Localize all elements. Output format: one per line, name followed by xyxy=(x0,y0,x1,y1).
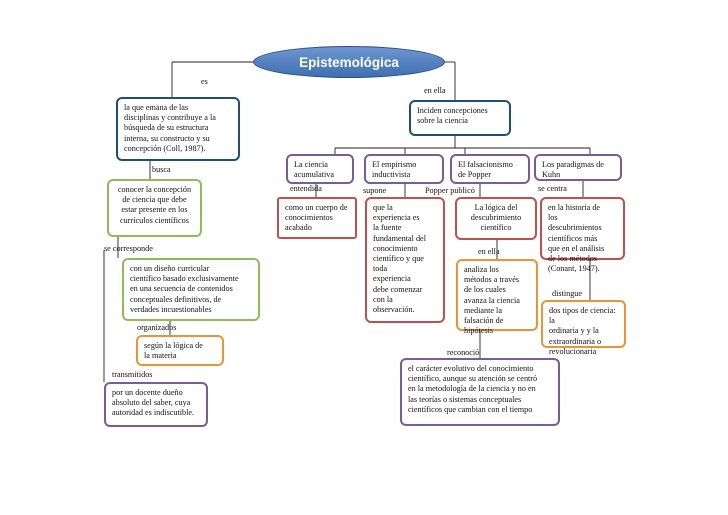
node-inciden-concepciones: Inciden concepciones sobre la ciencia xyxy=(409,100,511,136)
link-label-organizados: organizados xyxy=(137,323,177,332)
main-concept-node: Epistemológica xyxy=(253,46,445,78)
link-label-distingue: distingue xyxy=(552,289,583,298)
node-logica-descubrimiento: La lógica del descubrimiento científico xyxy=(455,197,537,240)
link-label-se-corresponde: se corresponde xyxy=(104,244,153,253)
node-caracter-evolutivo: el carácter evolutivo del conocimiento c… xyxy=(400,358,560,426)
link-label-transmitidos: transmitidos xyxy=(112,370,153,379)
node-docente-dueno: por un docente dueño absoluto del saber,… xyxy=(104,382,208,427)
link-label-supone: supone xyxy=(363,186,387,195)
node-analiza-metodos: analiza los métodos a través de los cual… xyxy=(456,259,538,335)
node-diseno-curricular: con un diseño curricular científico basa… xyxy=(122,258,260,321)
node-definicion: la que emana de las disciplinas y contri… xyxy=(116,97,240,161)
node-historia-descubrimientos: en la historia de los descubrimientos ci… xyxy=(540,197,625,273)
node-experiencia-fuente: que la experiencia es la fuente fundamen… xyxy=(365,197,445,323)
link-label-reconocio: reconoció xyxy=(447,348,480,357)
node-cuerpo-conocimientos: como un cuerpo de conocimientos acabado xyxy=(277,197,357,239)
node-paradigmas-kuhn: Los paradigmas de Kuhn xyxy=(534,154,622,181)
link-label-busca: busca xyxy=(152,165,171,174)
node-tipos-ciencia: dos tipos de ciencia: la ordinaria y y l… xyxy=(541,300,626,356)
node-conocer-concepcion: conocer la concepción de ciencia que deb… xyxy=(107,179,202,237)
node-logica-materia: según la lógica de la materia xyxy=(136,335,224,366)
link-label-popper-publico: Popper publicó xyxy=(425,186,475,195)
link-label-es: es xyxy=(201,77,208,86)
node-falsacionismo-popper: El falsacionismo de Popper xyxy=(450,154,530,184)
node-empirismo-inductivista: El empirismo inductivista xyxy=(364,154,444,184)
node-ciencia-acumulativa: La ciencia acumulativa xyxy=(286,154,354,184)
link-label-entendida: entendida xyxy=(290,184,322,193)
link-label-en-ella: en ella xyxy=(424,86,446,95)
link-label-en-ella-2: en ella xyxy=(478,247,500,256)
link-label-se-centra: se centra xyxy=(538,184,567,193)
